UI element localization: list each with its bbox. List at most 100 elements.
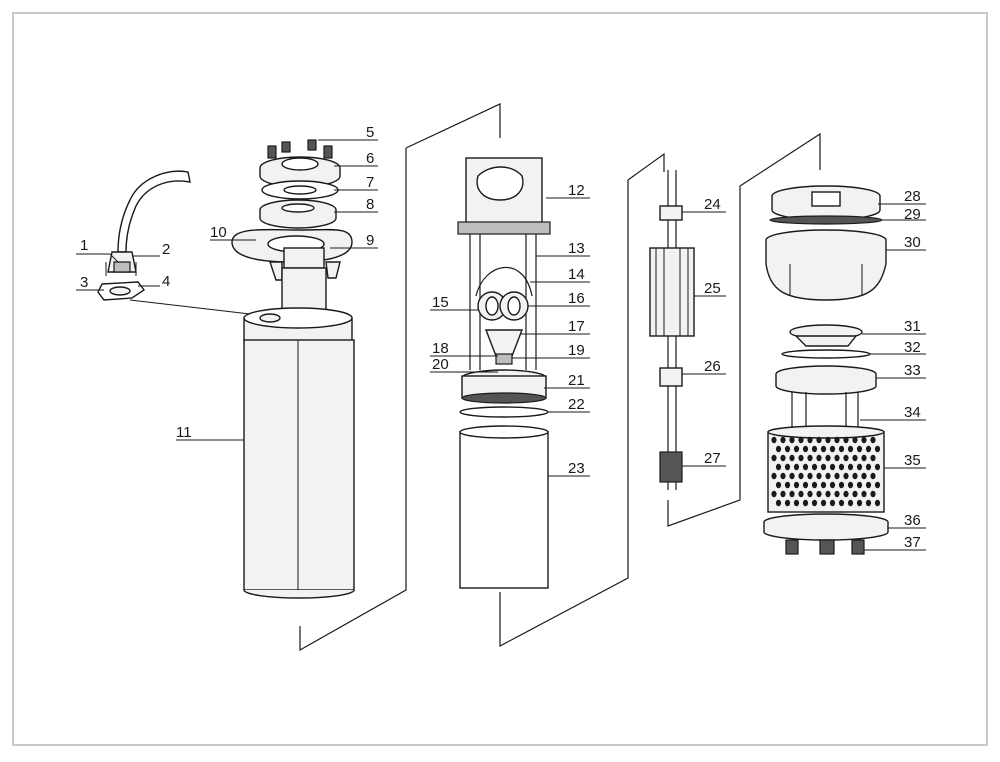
strainer-hole (820, 481, 827, 489)
strainer-hole (811, 481, 818, 489)
label-5: 5 (366, 124, 374, 141)
strainer-hole (861, 454, 867, 462)
strainer-hole (838, 463, 845, 471)
strainer-hole (811, 445, 818, 453)
strainer-hole (847, 481, 854, 489)
label-31: 31 (904, 318, 921, 335)
top-flange-assembly (231, 139, 353, 317)
strainer-hole (847, 463, 854, 471)
label-37: 37 (904, 534, 921, 551)
strainer-hole (838, 481, 845, 489)
strainer-hole (825, 490, 831, 498)
label-2: 2 (162, 241, 170, 258)
label-18: 18 (432, 340, 449, 357)
strainer-hole (829, 445, 836, 453)
strainer-hole (789, 436, 795, 444)
strainer-hole (771, 472, 777, 480)
strainer-hole (856, 463, 863, 471)
strainer-holes (771, 436, 881, 507)
strainer-hole (807, 472, 813, 480)
strainer-hole (834, 490, 840, 498)
strainer-hole (829, 463, 836, 471)
strainer-hole (775, 481, 782, 489)
label-26: 26 (704, 358, 721, 375)
strainer-hole (825, 472, 831, 480)
strainer-hole (784, 463, 791, 471)
strainer-hole (852, 490, 858, 498)
label-8: 8 (366, 196, 374, 213)
label-21: 21 (568, 372, 585, 389)
label-6: 6 (366, 150, 374, 167)
strainer-hole (838, 499, 845, 507)
label-9: 9 (366, 232, 374, 249)
label-33: 33 (904, 362, 921, 379)
strainer-hole (874, 463, 881, 471)
label-10: 10 (210, 224, 227, 241)
motor-frame (457, 157, 551, 589)
label-11: 11 (176, 424, 192, 441)
strainer-hole (816, 490, 822, 498)
strainer-hole (874, 481, 881, 489)
strainer-hole (874, 499, 881, 507)
label-12: 12 (568, 182, 585, 199)
strainer-hole (870, 454, 876, 462)
strainer-hole (807, 454, 813, 462)
strainer-hole (780, 472, 786, 480)
pump-section (763, 185, 889, 555)
strainer-hole (865, 481, 872, 489)
label-19: 19 (568, 342, 585, 359)
label-1: 1 (80, 237, 88, 254)
label-15: 15 (432, 294, 449, 311)
label-22: 22 (568, 396, 585, 413)
outer-jacket (243, 307, 355, 599)
strainer-hole (829, 481, 836, 489)
strainer-hole (820, 445, 827, 453)
strainer-hole (793, 481, 800, 489)
strainer-hole (870, 436, 876, 444)
cable-assembly (97, 170, 191, 301)
strainer-hole (847, 499, 854, 507)
strainer-hole (834, 472, 840, 480)
strainer-hole (834, 436, 840, 444)
strainer-hole (870, 490, 876, 498)
strainer-hole (802, 445, 809, 453)
strainer-hole (789, 490, 795, 498)
strainer-hole (775, 463, 782, 471)
leader-lines (76, 139, 926, 551)
strainer-hole (789, 472, 795, 480)
label-27: 27 (704, 450, 721, 467)
strainer-hole (798, 436, 804, 444)
strainer-hole (825, 454, 831, 462)
strainer-hole (856, 445, 863, 453)
strainer-hole (856, 499, 863, 507)
strainer-hole (838, 445, 845, 453)
strainer-hole (793, 499, 800, 507)
strainer-hole (843, 472, 849, 480)
shaft-panel-outline (739, 132, 821, 187)
strainer-hole (802, 481, 809, 489)
strainer-hole (771, 454, 777, 462)
strainer-hole (829, 499, 836, 507)
left-panel-outline (405, 103, 501, 149)
strainer-hole (798, 454, 804, 462)
strainer-hole (847, 445, 854, 453)
strainer-hole (861, 490, 867, 498)
strainer-hole (807, 490, 813, 498)
strainer-hole (816, 436, 822, 444)
strainer-hole (784, 445, 791, 453)
label-25: 25 (704, 280, 721, 297)
strainer-hole (874, 445, 881, 453)
strainer-hole (843, 454, 849, 462)
label-20: 20 (432, 356, 449, 373)
strainer-hole (780, 454, 786, 462)
strainer-hole (775, 445, 782, 453)
strainer-hole (811, 499, 818, 507)
strainer-hole (784, 499, 791, 507)
label-35: 35 (904, 452, 921, 469)
strainer-hole (802, 499, 809, 507)
strainer-hole (834, 454, 840, 462)
strainer-hole (852, 436, 858, 444)
strainer-hole (816, 472, 822, 480)
strainer-hole (865, 499, 872, 507)
